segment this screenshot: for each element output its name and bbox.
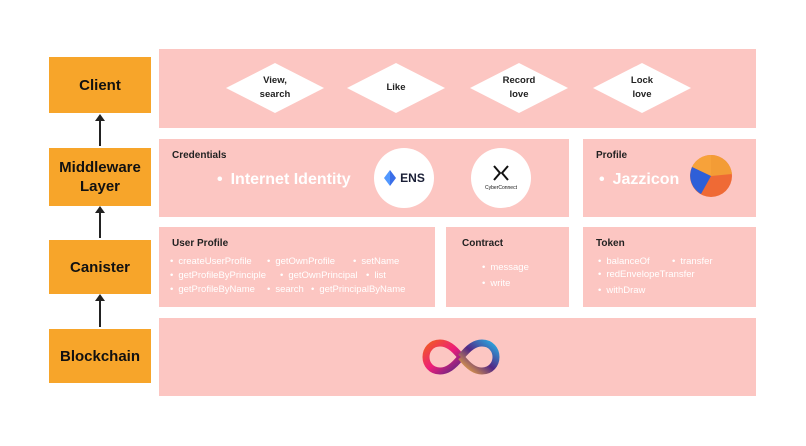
- ens-logo: ENS: [374, 148, 434, 208]
- token-panel: Token balanceOf transfer redEnvelopeTran…: [583, 227, 756, 307]
- method-item: getOwnProfile: [267, 256, 335, 267]
- method-item: getProfileByName: [170, 284, 255, 295]
- method-item: getProfileByPrinciple: [170, 270, 266, 281]
- method-item: search: [267, 284, 304, 295]
- method-item: list: [366, 270, 386, 281]
- blockchain-panel: [159, 318, 756, 396]
- action-record-love: Record love: [470, 63, 568, 113]
- layer-canister-label: Canister: [69, 258, 131, 276]
- jazzicon-item: Jazzicon: [599, 171, 680, 189]
- ens-logo-icon: [384, 170, 397, 186]
- method-item: message: [482, 262, 529, 273]
- method-item: transfer: [672, 256, 712, 267]
- action-lock-love: Lock love: [593, 63, 691, 113]
- action-like: Like: [347, 63, 445, 113]
- layer-client-label: Client: [79, 76, 121, 94]
- profile-title: Profile: [596, 150, 628, 161]
- action-label: Like: [386, 82, 406, 93]
- arrow-middleware-to-client: [95, 114, 105, 146]
- diamond-shape: [226, 63, 324, 113]
- arrow-canister-to-middleware: [95, 206, 105, 238]
- arrow-blockchain-to-canister: [95, 294, 105, 327]
- layer-client: Client: [49, 57, 151, 113]
- ens-label: ENS: [400, 171, 425, 185]
- layer-middleware-label: Middleware Layer: [59, 159, 141, 195]
- method-item: write: [482, 278, 510, 289]
- method-item: balanceOf: [598, 256, 649, 267]
- contract-panel: Contract message write: [446, 227, 569, 307]
- diamond-shape: [593, 63, 691, 113]
- diamond-shape: [347, 63, 445, 113]
- client-panel: View, search Like Record love Lock love: [159, 49, 756, 128]
- action-label: Lock love: [630, 75, 654, 100]
- layer-middleware: Middleware Layer: [49, 148, 151, 206]
- token-title: Token: [596, 238, 625, 249]
- method-item: createUserProfile: [170, 256, 251, 267]
- jazzicon-pie-icon: [690, 155, 732, 197]
- credentials-title: Credentials: [172, 150, 227, 161]
- action-view-search: View, search: [226, 63, 324, 113]
- layer-canister: Canister: [49, 240, 151, 294]
- method-item: redEnvelopeTransfer: [598, 269, 694, 280]
- profile-panel: Profile Jazzicon: [583, 139, 756, 217]
- cyberconnect-label: CyberConnect: [485, 185, 517, 191]
- cyberconnect-logo: CyberConnect: [471, 148, 531, 208]
- internet-identity-item: Internet Identity: [217, 171, 351, 189]
- method-item: getOwnPrincipal: [280, 270, 357, 281]
- layer-blockchain-label: Blockchain: [59, 347, 141, 365]
- user-profile-title: User Profile: [172, 238, 229, 249]
- action-label: Record love: [502, 75, 536, 100]
- method-item: getPrincipalByName: [311, 284, 405, 295]
- credentials-panel: Credentials Internet Identity ENS CyberC…: [159, 139, 569, 217]
- contract-title: Contract: [462, 238, 504, 249]
- action-label: View, search: [259, 75, 291, 100]
- method-item: withDraw: [598, 285, 645, 296]
- layer-blockchain: Blockchain: [49, 329, 151, 383]
- internet-computer-infinity-icon: [422, 339, 500, 375]
- cyberconnect-logo-icon: [493, 165, 509, 181]
- user-profile-panel: User Profile createUserProfile getOwnPro…: [159, 227, 435, 307]
- method-item: setName: [353, 256, 399, 267]
- diamond-shape: [470, 63, 568, 113]
